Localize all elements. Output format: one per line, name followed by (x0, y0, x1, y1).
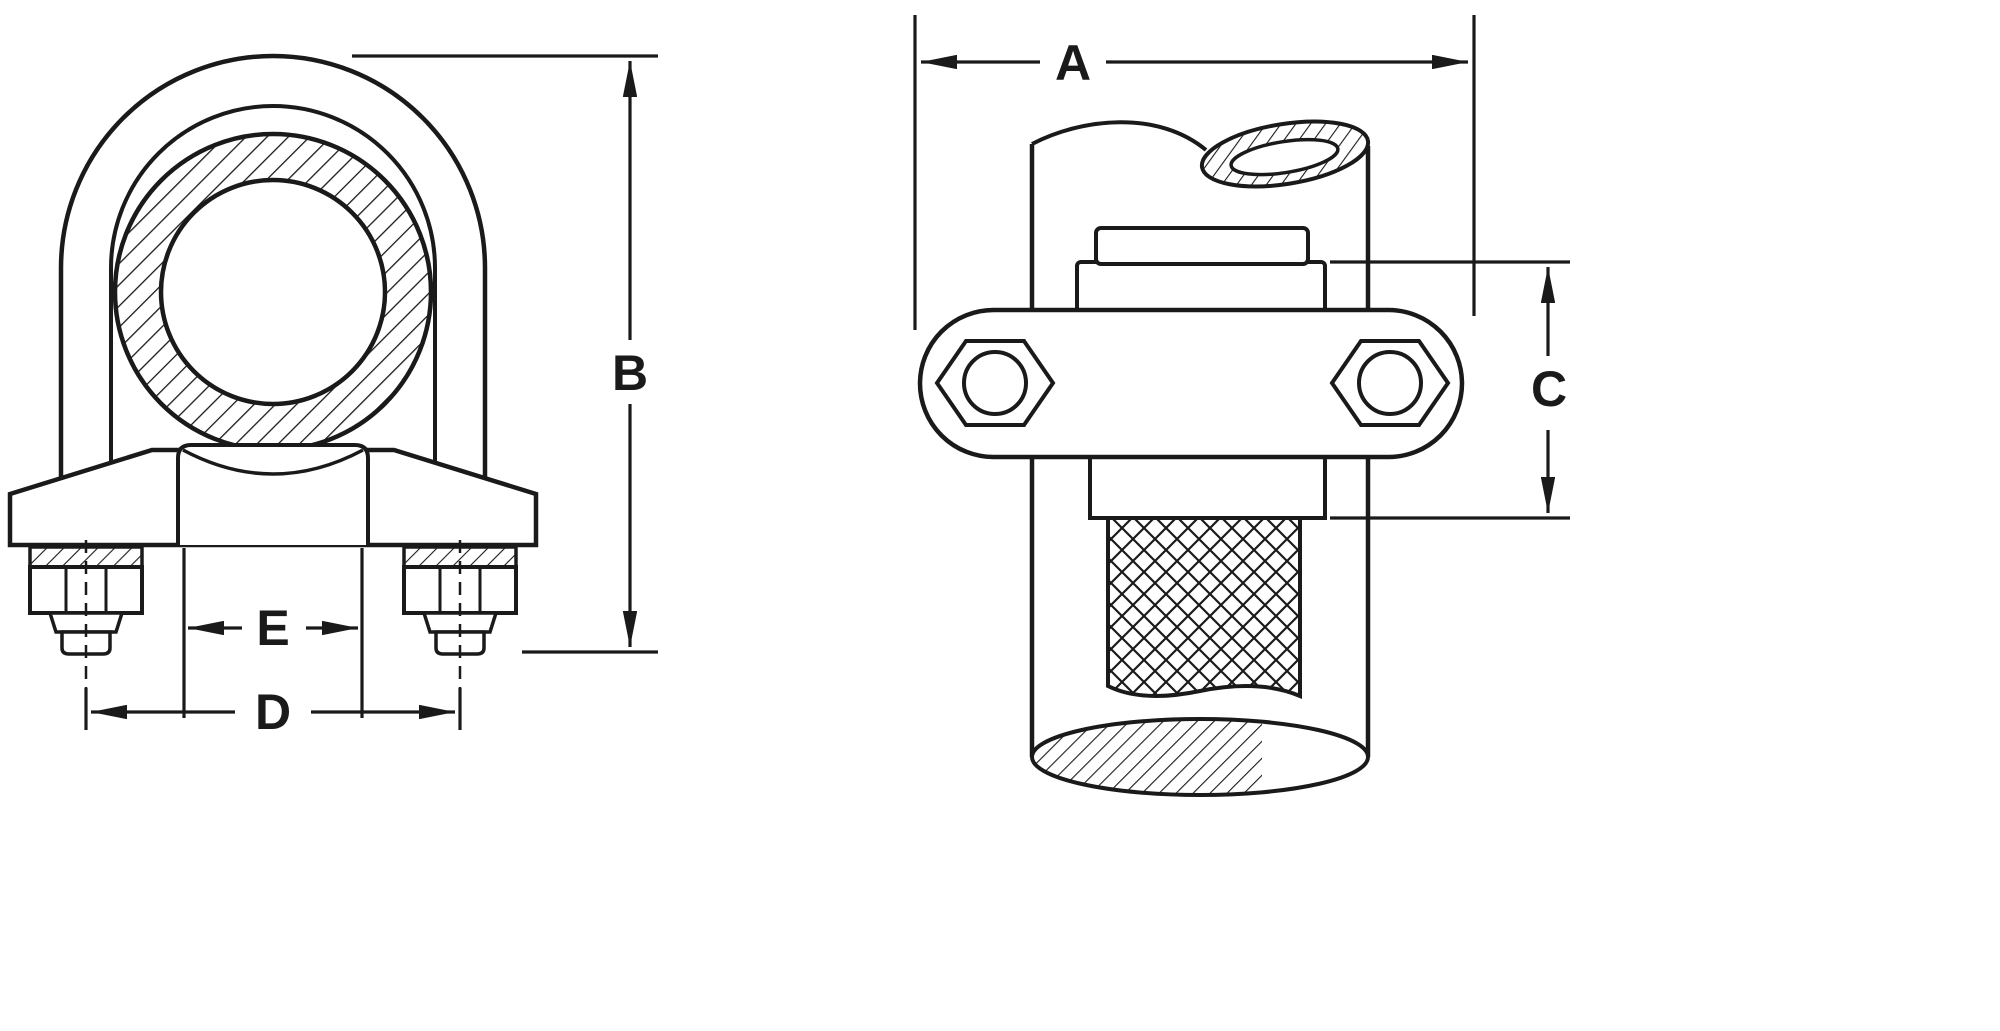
right-bolt-stub (434, 630, 486, 656)
dimension-d: D (84, 684, 462, 740)
left-bolt-assembly (28, 540, 144, 700)
braided-section (1106, 517, 1302, 700)
right-hex-nut-facets (438, 567, 482, 613)
dimension-label-a: A (1055, 35, 1091, 91)
u-bolt-front-view: B E D (7, 53, 658, 740)
pipe-cross-section-ring (112, 131, 434, 453)
left-bar-nut (934, 339, 1056, 427)
pipe-top-break-line (1031, 120, 1208, 152)
clamp-bar (917, 307, 1465, 460)
right-bolt-assembly (402, 540, 518, 700)
dimension-a: A (913, 15, 1476, 330)
right-nut-chamfer (421, 611, 499, 634)
dimension-label-b: B (612, 345, 648, 401)
dimension-b: B (352, 54, 658, 654)
pipe-bottom-break (1030, 717, 1370, 797)
pipe-top-opening (1199, 119, 1371, 189)
braid-outline (1106, 518, 1302, 700)
left-bar-nut-bore (962, 350, 1028, 416)
right-bar-nut (1329, 339, 1451, 427)
clamp-lower-sleeve (1088, 455, 1327, 520)
dimension-label-e: E (256, 600, 289, 656)
clamp-body-upper-step (1094, 226, 1310, 266)
pipe-side-view: A C (913, 15, 1570, 797)
left-hex-nut-facets (64, 567, 108, 613)
saddle-seat-curve (182, 448, 364, 476)
dimension-c: C (1330, 260, 1570, 520)
right-bar-nut-bore (1357, 350, 1423, 416)
left-nut-chamfer (47, 611, 125, 634)
left-bolt-stub (60, 630, 112, 656)
clamp-body-lower-step (1075, 260, 1327, 316)
saddle-block (176, 443, 370, 545)
pipe-opening-bore (1229, 137, 1340, 177)
braid-crosshatch (1107, 517, 1301, 697)
dimension-e: E (182, 548, 364, 718)
dimension-label-d: D (255, 684, 291, 740)
pipe-bottom-ellipse-outline (1030, 717, 1370, 797)
dimension-label-c: C (1531, 361, 1567, 417)
